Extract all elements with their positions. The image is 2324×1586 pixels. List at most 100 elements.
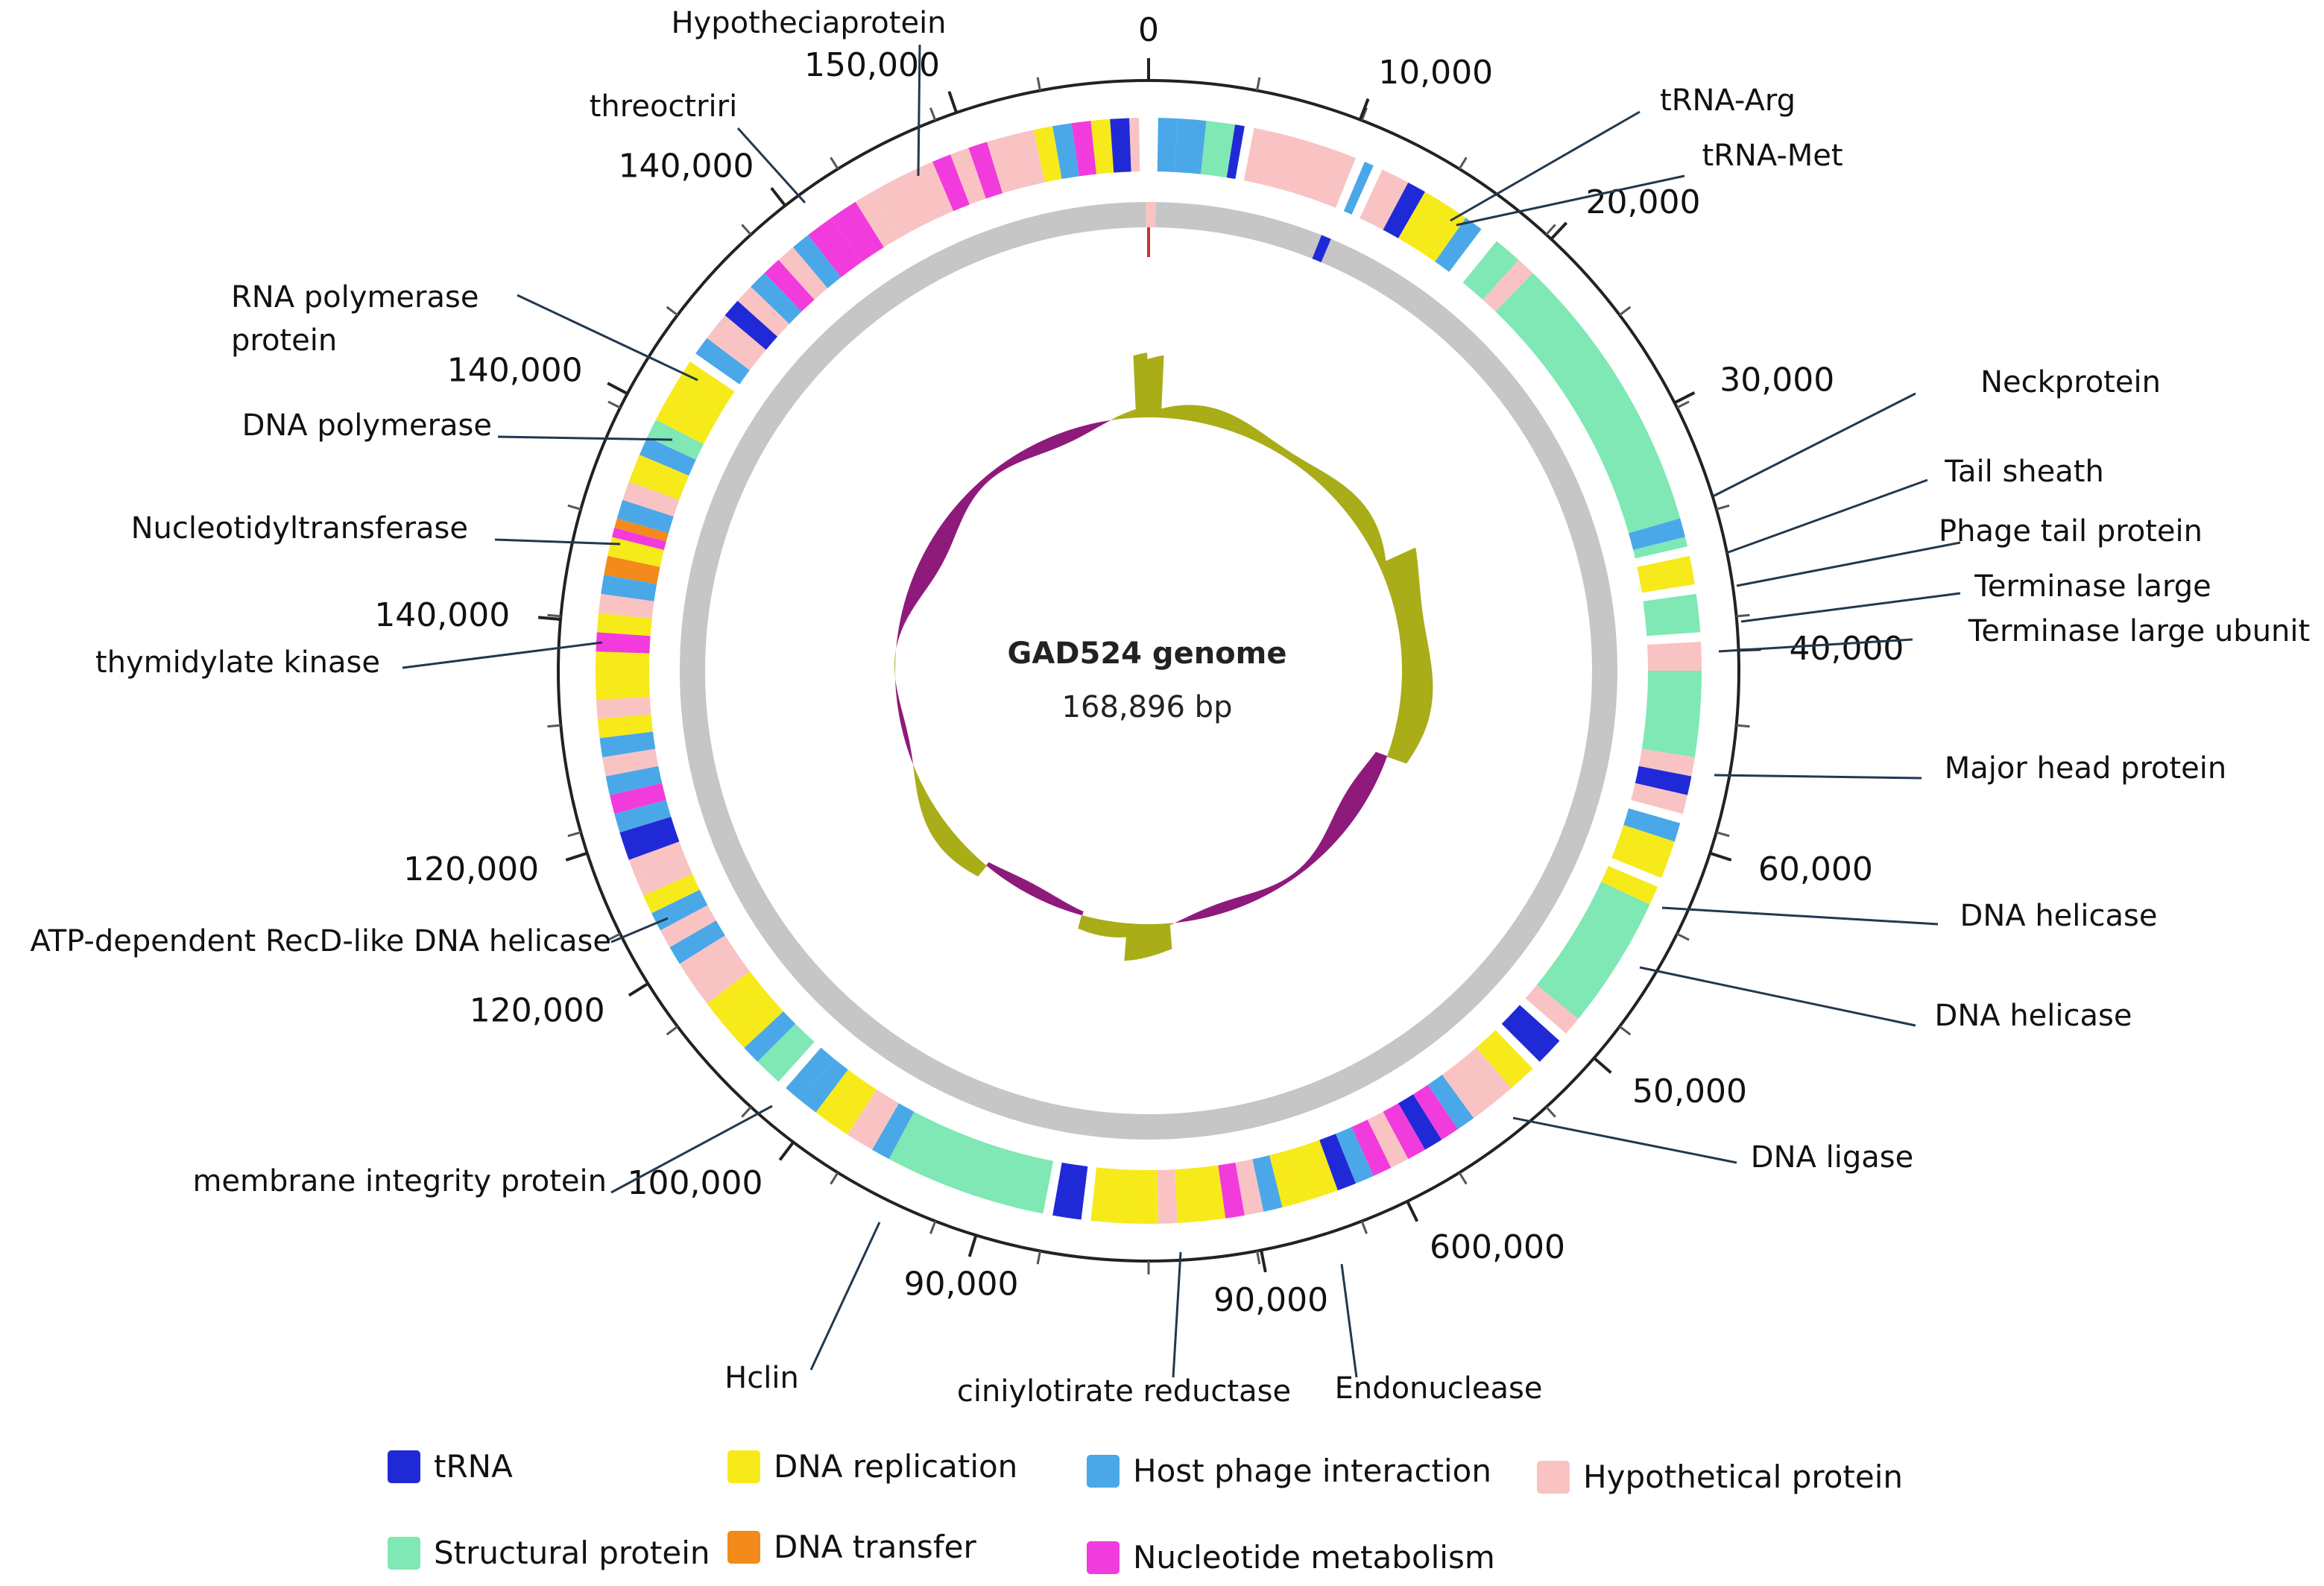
gene-segment-hypothetical-protein bbox=[1235, 1159, 1264, 1216]
gc-skew-positive-bar bbox=[1330, 483, 1343, 496]
annotation-label: Terminase large bbox=[1974, 569, 2211, 604]
gc-skew-negative-bar bbox=[959, 500, 969, 509]
gc-skew-positive-bar bbox=[1365, 531, 1380, 542]
gc-skew-negative-bar bbox=[1067, 429, 1073, 442]
gc-skew-positive-bar bbox=[1395, 728, 1423, 739]
gc-skew-negative-bar bbox=[1092, 423, 1096, 429]
gc-skew-positive-bar bbox=[1133, 355, 1140, 418]
gc-skew-negative-bar bbox=[935, 531, 953, 545]
gc-skew-positive-bar bbox=[1398, 707, 1431, 715]
gc-skew-positive-bar bbox=[921, 803, 935, 814]
major-tick bbox=[1709, 851, 1732, 862]
gc-skew-negative-bar bbox=[909, 753, 912, 757]
gc-skew-negative-bar bbox=[970, 489, 977, 496]
gc-skew-negative-bar bbox=[1354, 777, 1374, 789]
gc-skew-negative-bar bbox=[1070, 429, 1077, 440]
gc-skew-positive-bar bbox=[1197, 405, 1204, 423]
gc-skew-positive-bar bbox=[1229, 416, 1238, 432]
minor-tick bbox=[666, 1026, 678, 1036]
gc-skew-positive-bar bbox=[1126, 923, 1133, 961]
gene-segment-host-phage-interaction bbox=[1629, 518, 1685, 550]
major-tick bbox=[537, 616, 561, 621]
gene-segment-host-phage-interaction bbox=[669, 920, 725, 964]
gene-segment-structural-protein bbox=[1201, 121, 1236, 178]
gc-skew-positive-bar bbox=[1361, 524, 1377, 537]
gc-skew-positive-bar bbox=[1354, 511, 1371, 525]
gc-skew-positive-bar bbox=[1131, 923, 1137, 961]
minor-tick bbox=[1360, 1220, 1368, 1234]
gc-skew-negative-bar bbox=[1079, 910, 1084, 916]
annotation-leader-line bbox=[1172, 1251, 1182, 1378]
gc-skew-negative-bar bbox=[909, 582, 926, 592]
gc-skew-positive-bar bbox=[1392, 735, 1420, 745]
minor-tick bbox=[1716, 504, 1730, 511]
gc-skew-negative-bar bbox=[1052, 435, 1060, 448]
gene-segment-host-phage-interaction bbox=[605, 765, 663, 795]
gc-skew-positive-bar bbox=[1080, 915, 1087, 931]
annotation-leader-line bbox=[1639, 966, 1916, 1027]
gc-skew-positive-bar bbox=[932, 825, 950, 840]
gc-skew-negative-bar bbox=[1052, 897, 1058, 906]
gc-skew-positive-bar bbox=[1315, 471, 1325, 482]
tick-label: 0 bbox=[1138, 11, 1159, 49]
annotation-label: DNA helicase bbox=[1935, 999, 2132, 1033]
legend-item: Hypothetical protein bbox=[1537, 1459, 1903, 1495]
gc-skew-negative-bar bbox=[922, 554, 942, 567]
gc-skew-positive-bar bbox=[916, 786, 925, 793]
gene-segment-dna-replication bbox=[707, 971, 766, 1026]
gene-segment-hypothetical-protein bbox=[737, 286, 790, 337]
gc-skew-negative-bar bbox=[934, 533, 953, 546]
gc-skew-positive-bar bbox=[1270, 441, 1277, 450]
gc-skew-positive-bar bbox=[1102, 920, 1108, 937]
gc-skew-positive-bar bbox=[1166, 923, 1172, 950]
gc-skew-negative-bar bbox=[1362, 767, 1380, 777]
gc-skew-positive-bar bbox=[1386, 753, 1408, 764]
gc-skew-negative-bar bbox=[1212, 905, 1218, 916]
gc-skew-positive-bar bbox=[1375, 554, 1386, 561]
gc-skew-negative-bar bbox=[925, 549, 945, 561]
major-tick bbox=[947, 91, 959, 113]
legend-item: Nucleotide metabolism bbox=[1087, 1539, 1495, 1576]
gene-segment-hypothetical-protein bbox=[1129, 118, 1140, 172]
gc-skew-positive-bar bbox=[1351, 508, 1368, 522]
gc-skew-negative-bar bbox=[938, 525, 956, 539]
gc-skew-positive-bar bbox=[1266, 438, 1273, 448]
gc-skew-positive-bar bbox=[1399, 630, 1427, 637]
gc-skew-positive-bar bbox=[1382, 557, 1418, 575]
gc-skew-negative-bar bbox=[1240, 895, 1247, 906]
backbone-circle bbox=[680, 202, 1617, 1140]
gc-skew-negative-bar bbox=[1333, 812, 1351, 827]
gc-skew-positive-bar bbox=[1153, 356, 1159, 418]
gc-skew-negative-bar bbox=[902, 607, 912, 613]
gc-skew-positive-bar bbox=[1398, 620, 1424, 628]
gene-segment-host-phage-interaction bbox=[599, 731, 656, 758]
gc-skew-negative-bar bbox=[1356, 775, 1375, 788]
gc-skew-positive-bar bbox=[1368, 537, 1383, 548]
gene-segment-dna-replication bbox=[1175, 1165, 1226, 1223]
gc-skew-positive-bar bbox=[938, 833, 956, 847]
gc-skew-positive-bar bbox=[1398, 623, 1425, 631]
gc-skew-positive-bar bbox=[1362, 526, 1379, 538]
gc-skew-positive-bar bbox=[1365, 533, 1381, 544]
gc-skew-negative-bar bbox=[958, 502, 968, 511]
gc-skew-negative-bar bbox=[1011, 875, 1020, 885]
gene-segment-hypothetical-protein bbox=[596, 697, 651, 719]
gene-segment-nucleotide-metabolism bbox=[831, 201, 884, 262]
gene-segment-hypothetical-protein bbox=[636, 857, 692, 896]
gc-skew-positive-bar bbox=[1134, 923, 1140, 960]
gc-skew-positive-bar bbox=[1237, 420, 1246, 435]
gene-segment-hypothetical-protein bbox=[847, 1089, 899, 1150]
gc-skew-negative-bar bbox=[1368, 760, 1383, 769]
gc-skew-positive-bar bbox=[1350, 505, 1367, 519]
gc-skew-positive-bar bbox=[955, 849, 970, 865]
tick-label: 60,000 bbox=[1758, 850, 1873, 888]
gc-skew-positive-bar bbox=[921, 805, 936, 816]
gc-skew-negative-bar bbox=[929, 540, 949, 555]
gc-skew-positive-bar bbox=[1400, 700, 1432, 707]
gc-skew-negative-bar bbox=[940, 524, 956, 537]
gc-skew-negative-bar bbox=[1026, 882, 1035, 894]
gc-skew-negative-bar bbox=[1244, 894, 1251, 904]
gc-skew-negative-bar bbox=[1365, 763, 1382, 774]
gene-segment-dna-replication bbox=[1476, 1029, 1533, 1088]
gc-skew-positive-bar bbox=[1160, 408, 1164, 418]
